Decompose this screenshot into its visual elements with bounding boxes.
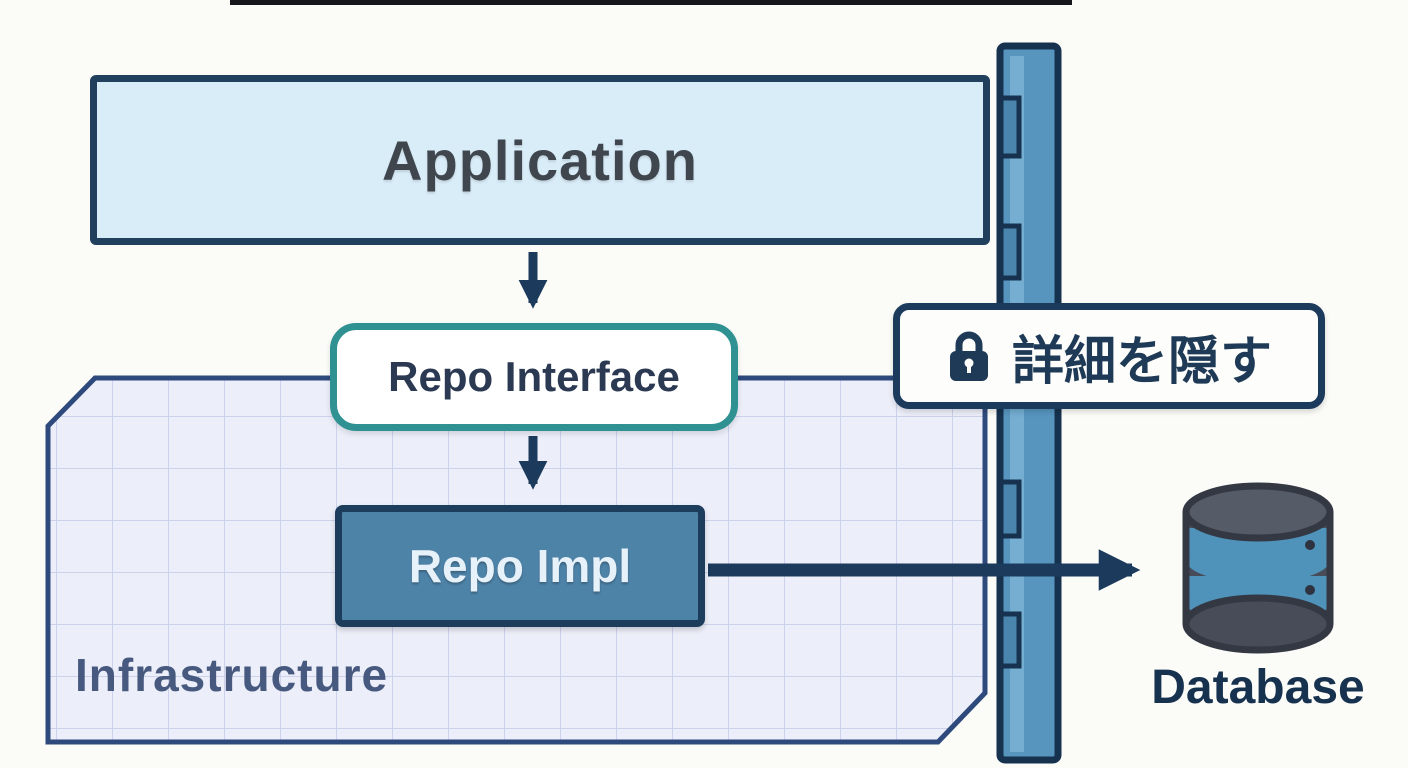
application-label: Application <box>382 128 698 192</box>
database-icon <box>1182 482 1334 654</box>
top-border-line <box>230 0 1072 5</box>
wall-notches <box>998 95 1022 669</box>
lock-icon <box>949 331 988 381</box>
hide-details-label: 詳細を隠す <box>1011 332 1272 391</box>
repo-impl-label: Repo Impl <box>408 540 632 592</box>
repo-interface-label: Repo Interface <box>388 353 680 400</box>
hide-details-callout: 詳細を隠す <box>893 303 1325 409</box>
repo-impl-box: Repo Impl <box>335 505 705 627</box>
infrastructure-label: Infrastructure <box>75 649 389 701</box>
application-box: Application <box>90 75 990 245</box>
database-label: Database <box>1151 661 1365 714</box>
repo-interface-box: Repo Interface <box>330 323 738 431</box>
